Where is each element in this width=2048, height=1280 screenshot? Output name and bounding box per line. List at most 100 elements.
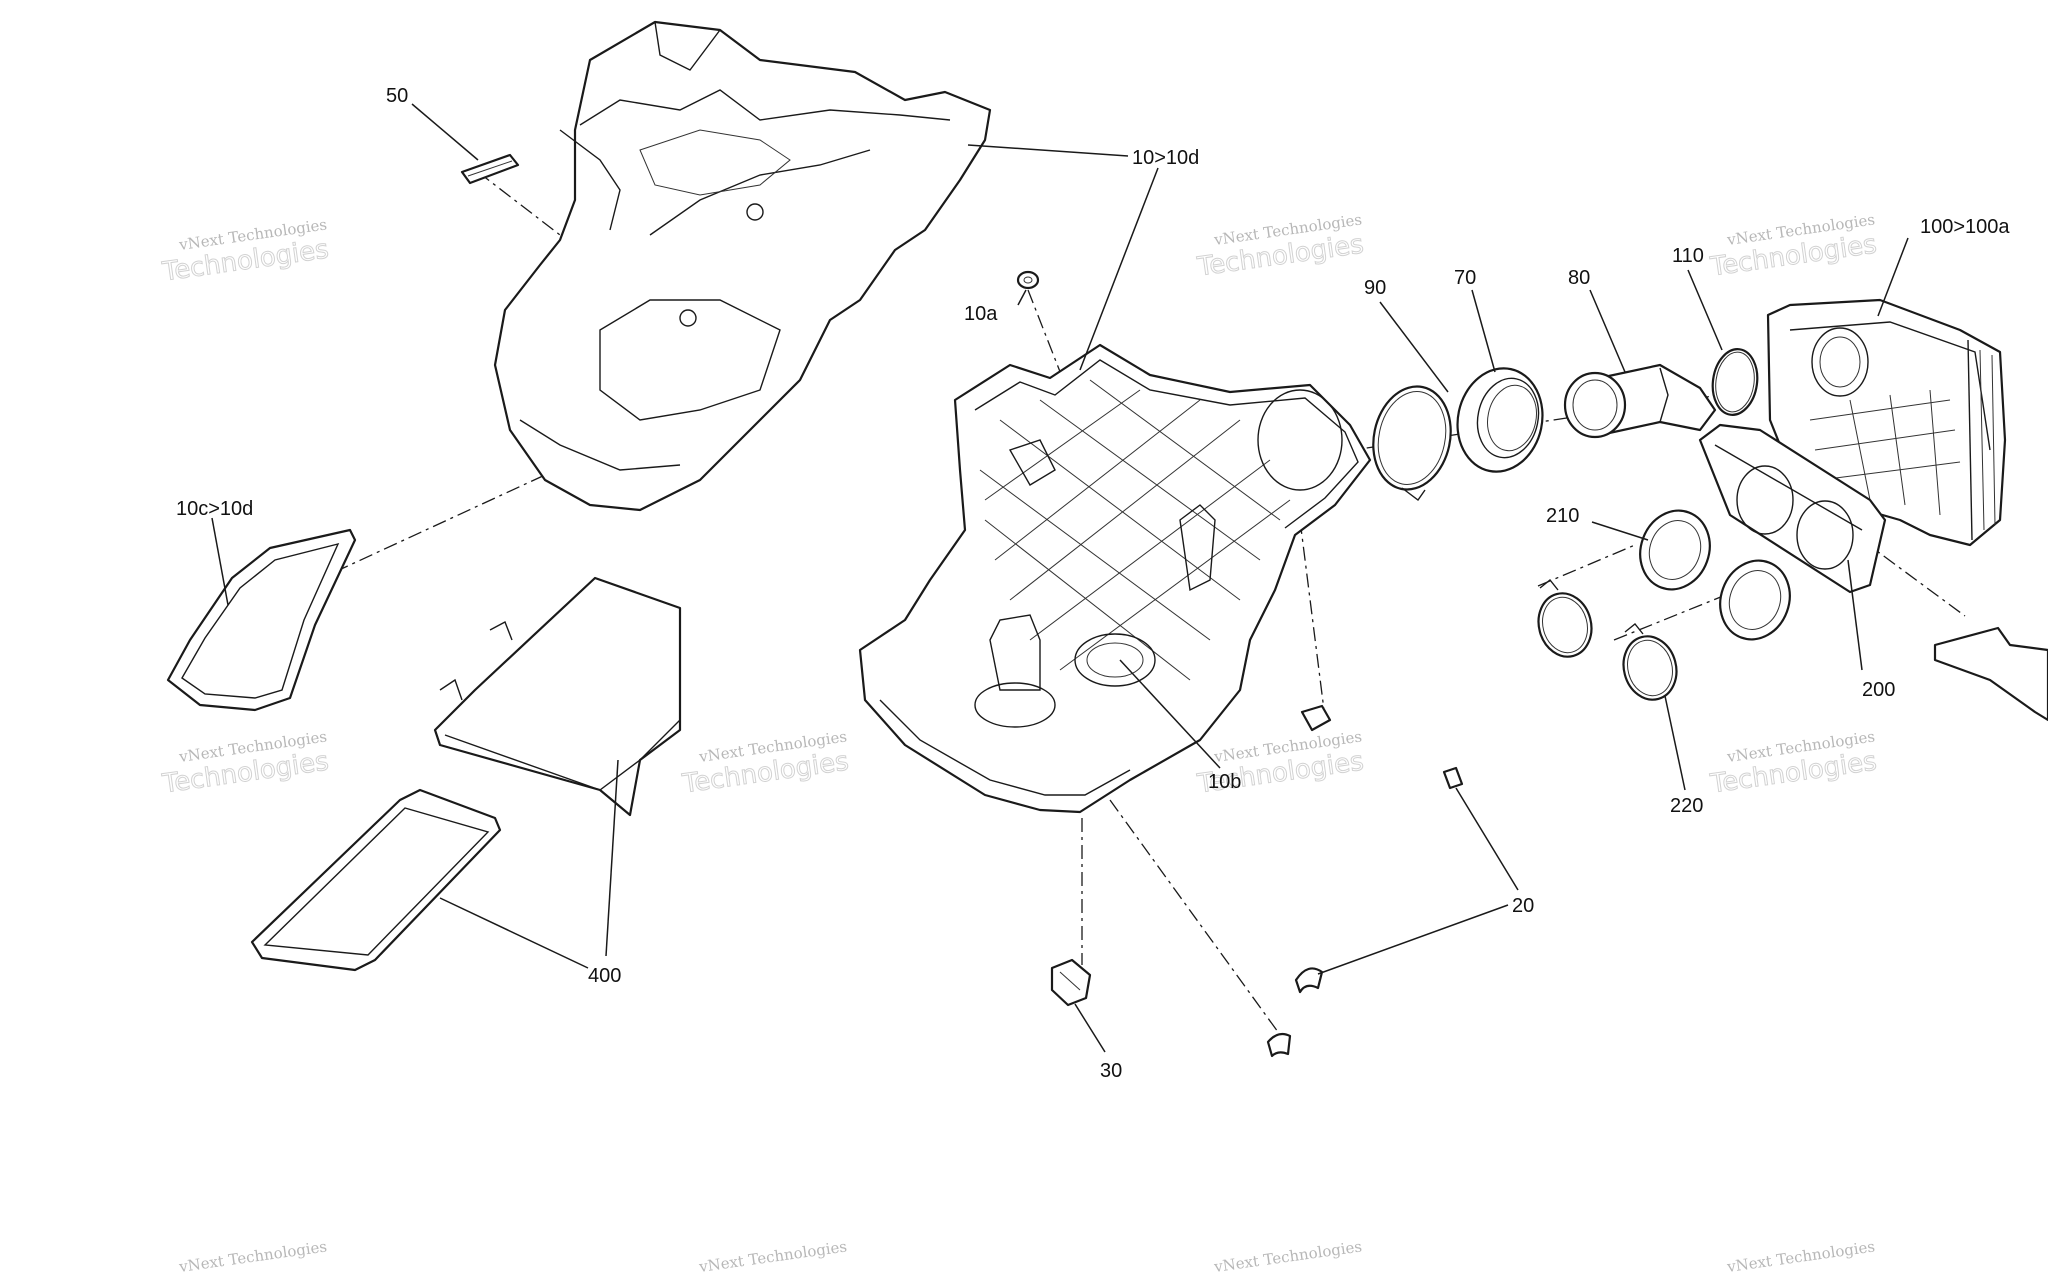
callout-220: 220 <box>1670 795 1703 817</box>
part-220-clamp-b-inner <box>1627 639 1673 697</box>
part-10a-shape <box>1016 270 1040 290</box>
part-100-grid <box>1809 399 1951 421</box>
leader-220 <box>1664 695 1686 791</box>
main-airbox-bracket <box>1008 439 1056 486</box>
leader-100-100a <box>1877 237 1909 317</box>
watermark: vNext Technologies Technologies <box>1707 210 1879 283</box>
part-90-ring-inner <box>1377 391 1447 485</box>
part-220-clamp-a-screw <box>1539 579 1559 591</box>
part-200-filter-frame <box>1698 423 1887 594</box>
watermark: vNext Technologies Technologies <box>679 727 851 800</box>
leader-200 <box>1847 559 1863 671</box>
main-airbox-outlet-port <box>1257 389 1343 491</box>
part-100-grid <box>1819 461 1961 481</box>
part-70-adaptor <box>1456 367 1544 473</box>
watermark: vNext Technologies Technologies <box>159 727 331 800</box>
main-airbox-funnel-mouth <box>974 682 1056 728</box>
watermark-line1: vNext Technologies <box>177 1237 328 1276</box>
assembly-line-10a <box>1027 289 1076 411</box>
callout-100-100a: 100>100a <box>1920 216 2010 238</box>
watermark-line1: vNext Technologies <box>697 1237 848 1276</box>
upper-airbox-cover <box>493 20 992 512</box>
part-100-grid <box>1814 429 1956 451</box>
part-210-coupler-a-inner <box>1648 520 1702 580</box>
part-80-ridge <box>1659 367 1669 423</box>
main-airbox-rib <box>1039 399 1261 561</box>
part-10b-shape <box>1300 704 1332 732</box>
main-airbox-rib <box>984 389 1141 501</box>
callout-70: 70 <box>1454 267 1476 289</box>
part-110-ring <box>1711 348 1759 416</box>
main-airbox-rib <box>1029 459 1271 641</box>
main-airbox-funnel <box>989 614 1041 691</box>
part-400-shield-edge <box>444 719 681 791</box>
main-airbox-rib <box>984 519 1191 681</box>
leader-10-10d-b <box>1079 167 1159 371</box>
main-airbox-rib <box>979 469 1211 641</box>
part-10b-clip <box>1300 704 1332 732</box>
callout-10b: 10b <box>1208 771 1241 793</box>
part-80-mouth-inner <box>1572 379 1618 431</box>
part-200-port-left <box>1736 465 1794 535</box>
leader-400-a <box>439 897 589 969</box>
watermark: vNext Technologies <box>1212 1237 1363 1276</box>
leader-400-b <box>605 759 619 957</box>
upper-airbox-boss <box>746 203 764 221</box>
part-200-frame-edge <box>1714 444 1863 531</box>
part-210-couplers <box>1639 509 1791 641</box>
assembly-line-210 <box>1537 544 1636 587</box>
part-20-clip-bottom <box>1266 1032 1292 1058</box>
callout-80: 80 <box>1568 267 1590 289</box>
upper-airbox-outline <box>493 20 992 512</box>
part-10a-hole <box>1023 276 1033 284</box>
watermark: vNext Technologies <box>177 1237 328 1276</box>
leader-30 <box>1074 1003 1106 1053</box>
part-400-plate-inner <box>263 807 490 956</box>
leader-110 <box>1687 269 1723 351</box>
upper-airbox-panel <box>599 299 781 421</box>
watermark: vNext Technologies Technologies <box>1194 210 1366 283</box>
main-airbox-drain-cup <box>1074 633 1156 687</box>
callout-30: 30 <box>1100 1060 1122 1082</box>
part-100-side-fins <box>1967 339 1973 541</box>
part-400-shield-tab <box>489 621 513 641</box>
main-airbox-rib <box>1059 499 1291 671</box>
main-airbox-base <box>858 343 1372 814</box>
leader-210 <box>1591 521 1649 541</box>
part-210-coupler-b-inner <box>1728 570 1782 630</box>
part-30-clip <box>1050 958 1092 1007</box>
upper-airbox-lip <box>519 419 681 471</box>
watermark: vNext Technologies <box>697 1237 848 1276</box>
part-20-clips <box>1266 766 1464 1058</box>
callout-20: 20 <box>1512 895 1534 917</box>
part-400-shield <box>433 576 682 817</box>
part-90-ring <box>1372 385 1452 491</box>
main-airbox-rib <box>1009 419 1241 601</box>
leader-10c-10d <box>211 517 229 606</box>
main-airbox-rim <box>974 359 1359 529</box>
callout-10c-10d: 10c>10d <box>176 498 253 520</box>
main-airbox-drain-cup-inner <box>1086 642 1144 678</box>
part-110-oring <box>1711 348 1759 416</box>
part-220-clamp-a-inner <box>1542 596 1588 654</box>
upper-airbox-top-bracket <box>654 21 721 71</box>
part-10c-outer <box>166 528 357 712</box>
leader-50 <box>411 103 479 161</box>
part-90-clamp <box>1372 385 1452 501</box>
callout-10a: 10a <box>964 303 998 325</box>
part-80-tube <box>1563 363 1717 439</box>
part-30-detail <box>1059 971 1081 991</box>
part-400-plate-outline <box>250 788 502 972</box>
leader-10a <box>1017 289 1027 306</box>
part-70-bore <box>1487 384 1537 452</box>
part-220-clamp-b-screw <box>1624 623 1644 635</box>
callout-90: 90 <box>1364 277 1386 299</box>
callout-400: 400 <box>588 965 621 987</box>
part-100-grid <box>1929 389 1941 516</box>
main-airbox-boss <box>1179 504 1216 592</box>
leader-10b <box>1119 659 1221 769</box>
leader-lines <box>211 103 1909 1053</box>
part-50-detail <box>467 160 513 177</box>
watermark: vNext Technologies Technologies <box>159 215 331 288</box>
